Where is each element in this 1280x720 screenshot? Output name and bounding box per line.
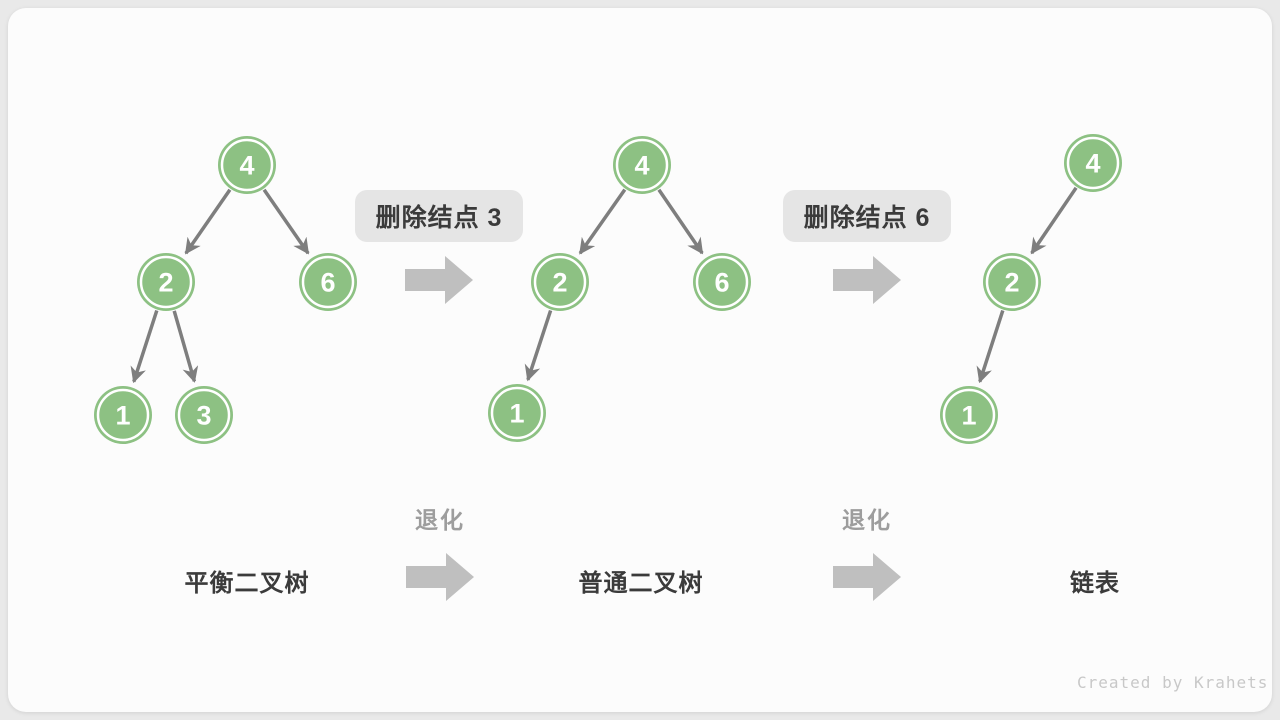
balanced-tree: 4 2 6 1 3	[94, 136, 357, 444]
node-value: 4	[634, 151, 649, 181]
watermark: Created by Krahets	[1077, 673, 1269, 692]
caption-balanced-binary-tree: 平衡二叉树	[184, 570, 310, 597]
caption-linked-list: 链表	[1070, 570, 1120, 597]
linked-list-tree: 4 2 1	[940, 134, 1122, 444]
ordinary-tree-edges	[524, 188, 704, 382]
edge-4-2	[1030, 186, 1078, 255]
degrade-label: 退化	[842, 507, 892, 533]
balanced-tree-node-6: 6	[299, 253, 357, 311]
ordinary-tree-node-6: 6	[693, 253, 751, 311]
node-value: 2	[552, 268, 567, 298]
balanced-tree-edges	[130, 188, 310, 384]
right-block-arrow-icon	[406, 553, 474, 601]
ordinary-tree: 4 2 6 1	[488, 136, 751, 442]
edge-4-2	[578, 188, 627, 255]
diagram-card	[8, 8, 1272, 712]
delete-node-3-label: 删除结点 3	[355, 190, 523, 242]
edge-2-1	[524, 309, 553, 382]
node-value: 2	[158, 268, 173, 298]
edge-2-3	[172, 310, 199, 383]
linked-list-node-1: 1	[940, 386, 998, 444]
linked-list-node-2: 2	[983, 253, 1041, 311]
node-value: 2	[1004, 268, 1019, 298]
edge-2-1	[130, 309, 159, 384]
right-block-arrow-icon	[833, 256, 901, 304]
balanced-tree-node-3: 3	[175, 386, 233, 444]
node-value: 1	[509, 399, 524, 429]
balanced-tree-node-4: 4	[218, 136, 276, 194]
node-value: 4	[239, 151, 254, 181]
node-value: 3	[196, 401, 211, 431]
edge-4-2	[184, 188, 232, 255]
balanced-tree-node-1: 1	[94, 386, 152, 444]
edge-2-1	[976, 309, 1005, 384]
caption-ordinary-binary-tree: 普通二叉树	[578, 570, 704, 597]
node-value: 1	[115, 401, 130, 431]
ordinary-tree-node-4: 4	[613, 136, 671, 194]
node-value: 1	[961, 401, 976, 431]
edge-4-6	[657, 188, 704, 255]
edge-4-6	[262, 188, 310, 255]
right-block-arrow-icon	[833, 553, 901, 601]
delete-node-6-label: 删除结点 6	[783, 190, 951, 242]
linked-list-edges	[976, 186, 1078, 384]
ordinary-tree-node-1: 1	[488, 384, 546, 442]
balanced-tree-node-2: 2	[137, 253, 195, 311]
degrade-label: 退化	[415, 507, 465, 533]
linked-list-node-4: 4	[1064, 134, 1122, 192]
node-value: 6	[320, 268, 335, 298]
ordinary-tree-node-2: 2	[531, 253, 589, 311]
node-value: 4	[1085, 149, 1100, 179]
right-block-arrow-icon	[405, 256, 473, 304]
node-value: 6	[714, 268, 729, 298]
